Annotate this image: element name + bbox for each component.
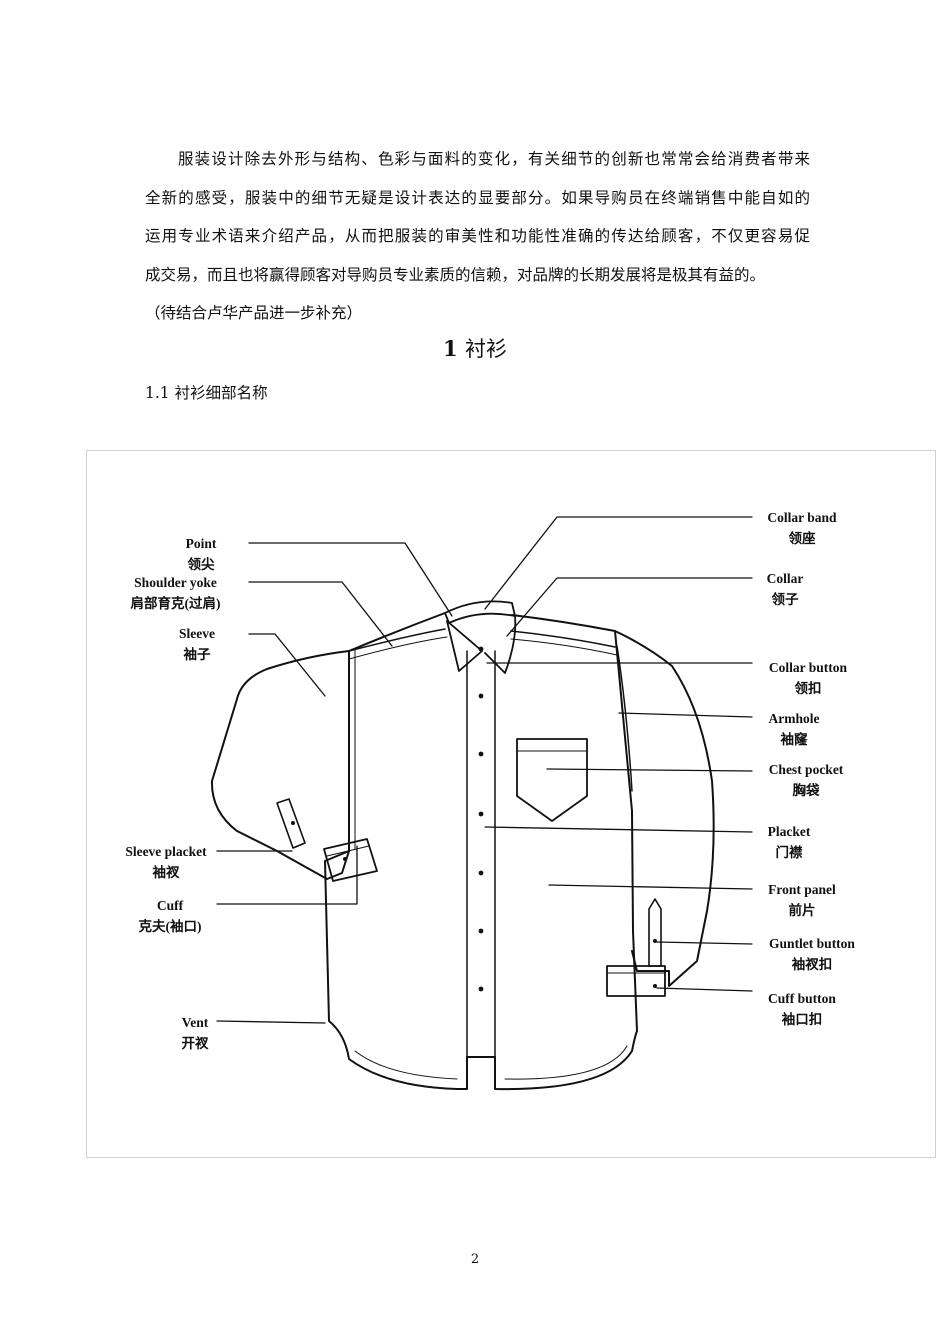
label-collar: Collar 领子 [757, 568, 813, 610]
label-vent-cn: 开衩 [181, 1036, 209, 1051]
intro-line: 成交易，而且也将赢得顾客对导购员专业素质的信赖，对品牌的长期发展将是极其有益的。 [145, 265, 766, 284]
label-sleeve-placket-en: Sleeve placket [125, 844, 207, 859]
label-shoulder-yoke-en: Shoulder yoke [134, 575, 217, 590]
label-cuff: Cuff 克夫(袖口) [125, 895, 215, 937]
collar-right [484, 615, 517, 674]
label-sleeve: Sleeve 袖子 [173, 623, 221, 665]
intro-paragraph: 服装设计除去外形与结构、色彩与面料的变化，有关细节的创新也常常会给消费者带来 全… [145, 140, 810, 333]
label-cuff-button-cn: 袖口扣 [781, 1012, 823, 1027]
shirt-diagram: Point 领尖 Shoulder yoke 肩部育克(过肩) Sleeve 袖… [86, 450, 936, 1158]
left-cuff [323, 838, 378, 882]
subsection-title: 1.1 衬衫细部名称 [145, 384, 268, 402]
label-shoulder-yoke: Shoulder yoke 肩部育克(过肩) [103, 572, 248, 614]
right-cuff [606, 965, 666, 997]
hem-inner-curve [354, 1050, 458, 1080]
section-title: 1 衬衫 [0, 333, 950, 363]
label-shoulder-yoke-cn: 肩部育克(过肩) [130, 596, 221, 611]
label-collar-button-cn: 领扣 [794, 681, 822, 696]
section-number: 1 [443, 336, 458, 361]
shoulder-yoke-seam [348, 628, 446, 652]
collar-band [444, 600, 516, 624]
label-gauntlet-button-cn: 袖衩扣 [791, 957, 833, 972]
shoulder-yoke-seam-inner [348, 636, 448, 660]
intro-line: 全新的感受，服装中的细节无疑是设计表达的显要部分。如果导购员在终端销售中能自如的 [145, 188, 810, 207]
intro-note: （待结合卢华产品进一步补充） [145, 304, 363, 322]
label-sleeve-en: Sleeve [179, 626, 215, 641]
left-cuff-stitch [326, 845, 370, 857]
label-collar-en: Collar [766, 571, 804, 586]
page-number: 2 [470, 1252, 480, 1267]
left-sleeve-placket [276, 798, 306, 849]
label-leader-lines [216, 516, 753, 1024]
right-sleeve-placket [648, 898, 662, 967]
label-chest-pocket: Chest pocket 胸袋 [757, 759, 855, 801]
label-front-panel: Front panel 前片 [757, 879, 847, 921]
label-point-cn: 领尖 [187, 557, 215, 572]
hem-inner-curve-right [504, 1045, 628, 1080]
right-armhole-seam [616, 645, 633, 792]
label-placket-cn: 门襟 [775, 845, 803, 860]
label-collar-cn: 领子 [771, 592, 799, 607]
label-collar-band-en: Collar band [767, 510, 837, 525]
label-armhole-cn: 袖窿 [780, 732, 808, 747]
label-point: Point 领尖 [181, 533, 221, 575]
label-chest-pocket-en: Chest pocket [768, 762, 844, 777]
label-sleeve-cn: 袖子 [183, 647, 211, 662]
label-cuff-button: Cuff button 袖口扣 [757, 988, 847, 1030]
label-armhole-en: Armhole [768, 711, 820, 726]
label-gauntlet-button: Guntlet button 袖衩扣 [757, 933, 867, 975]
placket-buttons [291, 646, 657, 992]
label-gauntlet-button-en: Guntlet button [769, 936, 855, 951]
label-chest-pocket-cn: 胸袋 [792, 783, 820, 798]
label-collar-button-en: Collar button [768, 660, 848, 675]
label-cuff-cn: 克夫(袖口) [138, 919, 202, 934]
label-placket-en: Placket [767, 824, 811, 839]
label-front-panel-en: Front panel [768, 882, 836, 897]
right-yoke-seam-inner [510, 638, 618, 656]
label-sleeve-placket: Sleeve placket 袖衩 [115, 841, 217, 883]
label-cuff-en: Cuff [156, 898, 184, 913]
right-sleeve-outline [614, 630, 715, 987]
label-armhole: Armhole 袖窿 [757, 708, 831, 750]
label-sleeve-placket-cn: 袖衩 [152, 865, 180, 880]
label-placket: Placket 门襟 [757, 821, 821, 863]
shirt-drawing [210, 516, 753, 1091]
label-collar-band: Collar band 领座 [757, 507, 847, 549]
label-vent-en: Vent [181, 1015, 209, 1030]
collar-left [446, 620, 483, 672]
label-front-panel-cn: 前片 [788, 903, 816, 918]
shirt-body-outline [324, 612, 638, 1091]
label-collar-band-cn: 领座 [788, 531, 816, 546]
right-yoke-seam [510, 630, 616, 648]
section-title-text: 衬衫 [464, 337, 507, 361]
chest-pocket [516, 738, 588, 822]
label-collar-button: Collar button 领扣 [757, 657, 859, 699]
intro-line: 服装设计除去外形与结构、色彩与面料的变化，有关细节的创新也常常会给消费者带来 [178, 150, 810, 168]
label-vent: Vent 开衩 [175, 1012, 215, 1054]
label-cuff-button-en: Cuff button [768, 991, 836, 1006]
left-sleeve-outline [210, 650, 350, 880]
label-point-en: Point [185, 536, 217, 551]
intro-line: 运用专业术语来介绍产品，从而把服装的审美性和功能性准确的传达给顾客，不仅更容易促 [145, 227, 810, 245]
